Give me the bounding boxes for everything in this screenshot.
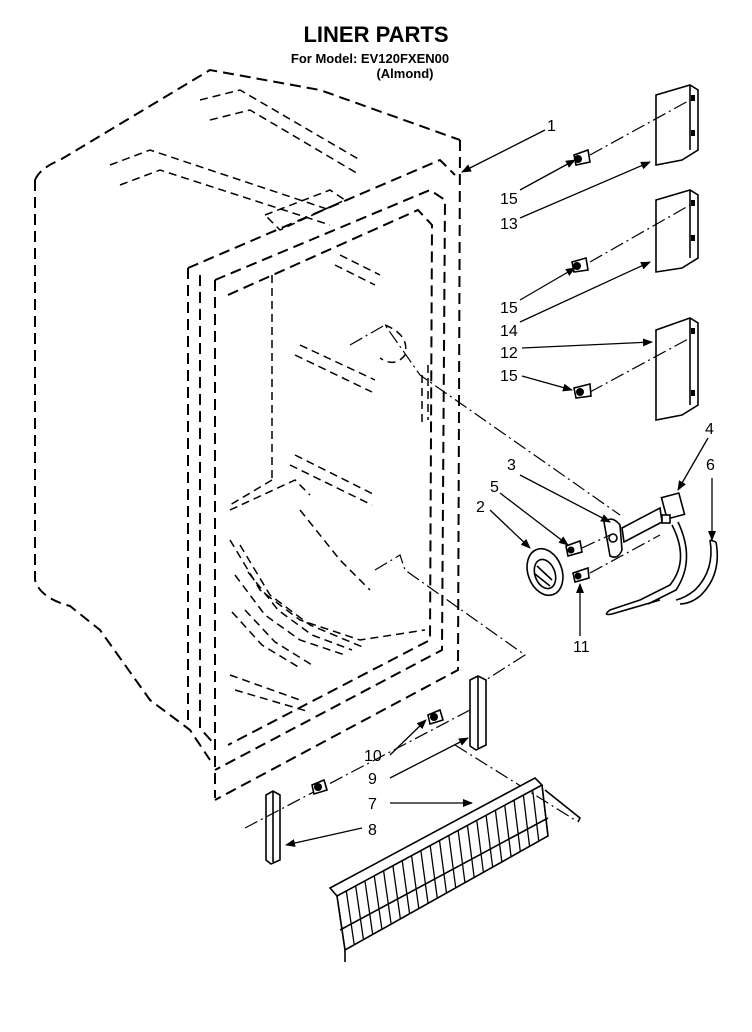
screw-icon (571, 256, 589, 273)
callout-4: 4 (705, 421, 714, 438)
basket-wire (354, 885, 365, 940)
basket-wire (429, 845, 438, 899)
callout-8: 8 (368, 822, 377, 839)
basket-rail-9 (469, 675, 487, 751)
callout-13: 13 (500, 216, 518, 233)
leader-lines (285, 129, 716, 847)
callout-2: 2 (476, 499, 485, 516)
basket-wire (364, 880, 374, 935)
basket-wire (476, 820, 485, 873)
basket-wire (401, 860, 411, 914)
model-color: (Almond) (376, 66, 433, 81)
basket-wire (336, 895, 346, 951)
basket-wire (345, 890, 355, 945)
basket-wire (392, 865, 402, 919)
basket-rail-8 (265, 790, 281, 865)
shelf-bracket-13 (655, 84, 699, 166)
callout-15b: 15 (500, 300, 518, 317)
callout-12: 12 (500, 345, 518, 362)
screw-icon (565, 539, 583, 558)
liner-cabinet (34, 68, 461, 801)
basket-wire (513, 800, 521, 852)
basket-wire (541, 784, 549, 837)
basket-wire (373, 875, 383, 930)
shelf-bracket-12 (655, 317, 699, 421)
callout-11: 11 (573, 639, 590, 656)
callout-15c: 15 (500, 368, 518, 385)
basket-wire (438, 840, 448, 894)
callout-7: 7 (368, 796, 377, 813)
basket-wire (457, 830, 466, 883)
screw-icon (573, 382, 592, 399)
screw-icon (572, 566, 590, 584)
basket-wire (382, 870, 392, 925)
callout-14: 14 (500, 323, 518, 340)
callout-3: 3 (507, 457, 516, 474)
thermostat-control (605, 492, 688, 616)
basket-wire (504, 805, 512, 857)
callout-1: 1 (547, 118, 556, 135)
sensing-bulb-tube (675, 539, 719, 605)
screw-icon (427, 708, 444, 726)
callout-5: 5 (490, 479, 499, 496)
callout-6: 6 (706, 457, 715, 474)
basket-wire (494, 810, 503, 862)
callout-15a: 15 (500, 191, 518, 208)
basket-wire (410, 855, 420, 909)
basket-wires (336, 784, 549, 951)
basket-wire (522, 795, 531, 847)
basket-wire (485, 815, 494, 868)
callout-labels: 1 2 3 4 5 6 7 8 9 10 11 12 13 14 15 15 1… (364, 118, 715, 839)
model-number: For Model: EV120FXEN00 (291, 51, 449, 66)
screw-icon (573, 148, 591, 166)
screw-icon (311, 778, 328, 796)
basket-wire (448, 835, 457, 888)
basket-wire (420, 850, 429, 904)
callout-9: 9 (368, 771, 377, 788)
page-title: LINER PARTS (303, 22, 448, 47)
shelf-bracket-14 (655, 189, 699, 273)
basket-wire (532, 789, 540, 842)
thermostat-knob (526, 547, 564, 597)
knob-mount-plate (603, 518, 623, 558)
basket-wire (466, 825, 475, 878)
wire-basket (328, 777, 582, 962)
callout-10: 10 (364, 748, 382, 765)
